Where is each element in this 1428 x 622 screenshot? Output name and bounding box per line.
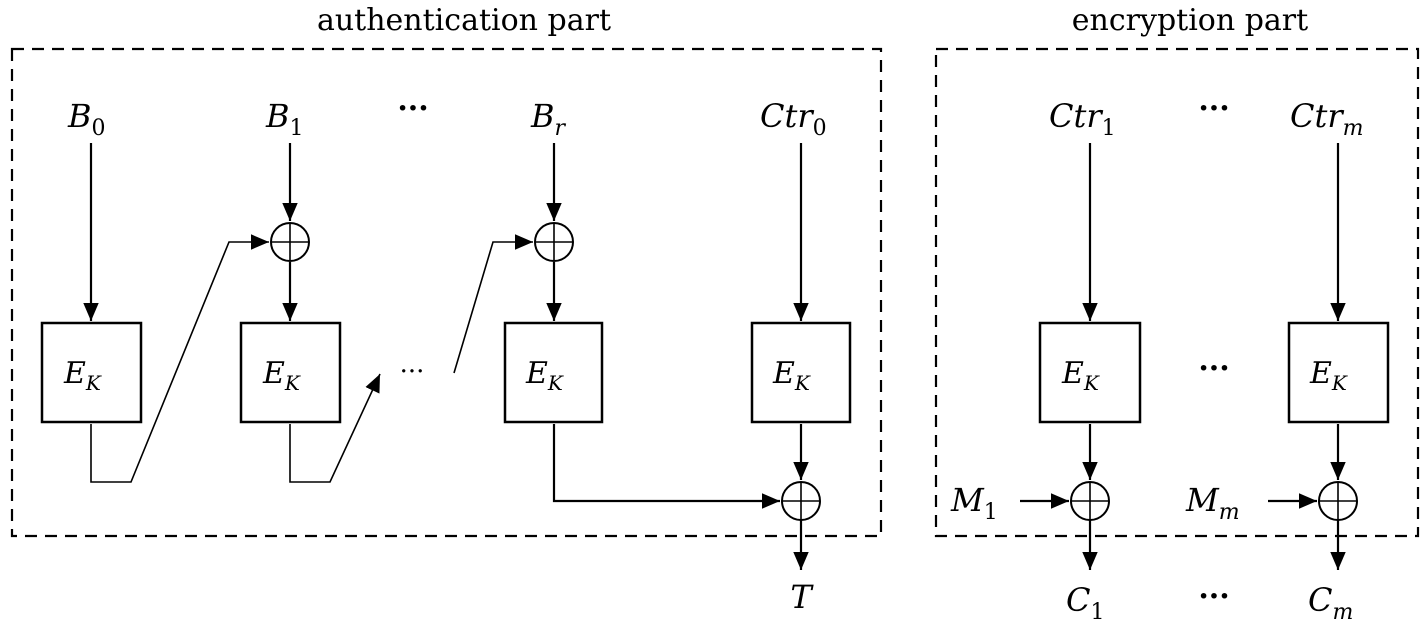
svg-text:EK: EK xyxy=(1061,356,1100,395)
authentication-frame xyxy=(10,47,883,538)
message-m1-label: M1 xyxy=(950,481,998,525)
arrow-ekr-to-tag-xor xyxy=(552,424,780,509)
enc-blocks-ellipsis: ··· xyxy=(1198,351,1229,386)
xor-enc-1-icon xyxy=(1070,481,1110,521)
xor-1-icon xyxy=(270,222,310,262)
enc-inputs-ellipsis: ··· xyxy=(1198,91,1229,126)
svg-text:B0: B0 xyxy=(67,97,106,141)
ek-block-2: EK xyxy=(239,321,342,424)
ciphertext-c1-label: C1 xyxy=(1066,581,1104,622)
svg-text:EK: EK xyxy=(772,356,811,395)
svg-text:Mm: Mm xyxy=(1185,481,1240,525)
chain-ellipsis: ··· xyxy=(400,357,425,387)
svg-text:Ctrm: Ctrm xyxy=(1290,97,1364,141)
message-mm-label: Mm xyxy=(1185,481,1240,525)
auth-inputs-ellipsis: ··· xyxy=(397,91,428,126)
chain-ek2-to-ellipsis xyxy=(289,373,381,483)
input-b1-label: B1 xyxy=(265,97,304,141)
xor-enc-m-icon xyxy=(1318,481,1358,521)
svg-text:Br: Br xyxy=(530,97,567,141)
svg-text:Ctr1: Ctr1 xyxy=(1049,97,1116,141)
svg-text:Ctr0: Ctr0 xyxy=(760,97,827,141)
ciphertext-cm-label: Cm xyxy=(1308,581,1353,622)
input-ctr0-label: Ctr0 xyxy=(760,97,827,141)
authentication-part-title: authentication part xyxy=(317,3,611,38)
svg-text:EK: EK xyxy=(262,356,301,395)
ek-block-enc-1: EK xyxy=(1038,321,1142,424)
encryption-part-title: encryption part xyxy=(1072,3,1308,38)
chain-ellipsis-to-xorr xyxy=(453,234,533,374)
svg-text:C1: C1 xyxy=(1066,581,1104,622)
svg-text:EK: EK xyxy=(63,356,102,395)
ek-block-enc-m: EK xyxy=(1287,321,1390,424)
svg-text:B1: B1 xyxy=(265,97,304,141)
svg-text:EK: EK xyxy=(525,356,564,395)
input-b0-label: B0 xyxy=(67,97,106,141)
svg-text:Cm: Cm xyxy=(1308,581,1353,622)
svg-text:M1: M1 xyxy=(950,481,998,525)
ek-block-ctr0: EK xyxy=(750,321,852,424)
input-ctr1-label: Ctr1 xyxy=(1049,97,1116,141)
svg-text:EK: EK xyxy=(1309,356,1348,395)
xor-tag-icon xyxy=(781,481,821,521)
chain-ek1-to-xor1 xyxy=(90,234,269,483)
xor-r-icon xyxy=(534,222,574,262)
encryption-frame xyxy=(934,47,1420,538)
enc-outputs-ellipsis: ··· xyxy=(1198,579,1229,614)
input-ctrm-label: Ctrm xyxy=(1290,97,1364,141)
ek-block-1: EK xyxy=(40,321,143,424)
ek-block-r: EK xyxy=(503,321,604,424)
input-br-label: Br xyxy=(530,97,567,141)
tag-output-label: T xyxy=(790,578,814,616)
